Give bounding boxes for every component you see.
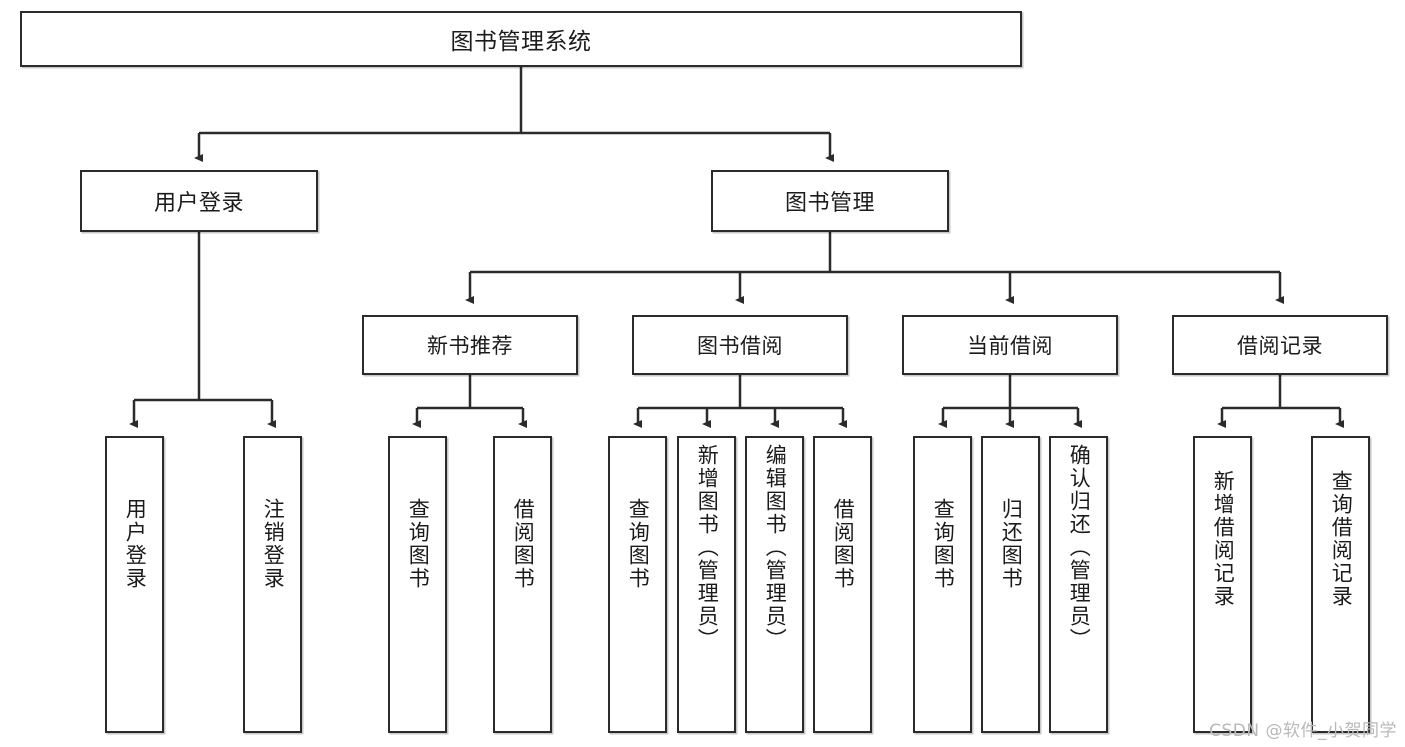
leaf-add-book-admin[interactable]: 新增图书（管理员） xyxy=(677,436,736,733)
node-label: 查询图书 xyxy=(931,498,956,590)
node-root-book-management-system[interactable]: 图书管理系统 xyxy=(20,11,1022,67)
leaf-query-book-current[interactable]: 查询图书 xyxy=(913,436,972,733)
node-label: 借阅记录 xyxy=(1237,334,1323,358)
node-label: 确认归还（管理员） xyxy=(1067,444,1092,651)
leaf-borrow-book-new[interactable]: 借阅图书 xyxy=(493,436,552,733)
csdn-watermark: CSDN @软件_小贺同学 xyxy=(1209,721,1397,741)
node-new-book-recommendation[interactable]: 新书推荐 xyxy=(362,315,578,375)
leaf-edit-book-admin[interactable]: 编辑图书（管理员） xyxy=(745,436,804,733)
leaf-borrow-book[interactable]: 借阅图书 xyxy=(813,436,872,733)
node-label: 查询借阅记录 xyxy=(1329,470,1354,608)
node-label: 编辑图书（管理员） xyxy=(763,444,788,651)
leaf-return-book[interactable]: 归还图书 xyxy=(981,436,1040,733)
leaf-query-book-new[interactable]: 查询图书 xyxy=(388,436,447,733)
node-user-login[interactable]: 用户登录 xyxy=(80,170,318,232)
node-borrow-record[interactable]: 借阅记录 xyxy=(1172,315,1388,375)
node-label: 当前借阅 xyxy=(967,334,1053,358)
node-label: 新增图书（管理员） xyxy=(695,444,720,651)
leaf-add-borrow-record[interactable]: 新增借阅记录 xyxy=(1193,436,1252,733)
node-label: 用户登录 xyxy=(153,191,244,216)
leaf-query-borrow-record[interactable]: 查询借阅记录 xyxy=(1311,436,1370,733)
node-label: 图书管理 xyxy=(784,191,875,216)
node-label: 归还图书 xyxy=(999,498,1024,590)
leaf-query-book-borrow[interactable]: 查询图书 xyxy=(608,436,667,733)
node-label: 新书推荐 xyxy=(427,334,513,358)
node-label: 图书管理系统 xyxy=(450,29,592,55)
node-label: 查询图书 xyxy=(626,498,651,590)
node-current-borrow[interactable]: 当前借阅 xyxy=(902,315,1118,375)
node-book-borrow[interactable]: 图书借阅 xyxy=(632,315,848,375)
node-label: 新增借阅记录 xyxy=(1211,470,1236,608)
leaf-confirm-return-admin[interactable]: 确认归还（管理员） xyxy=(1049,436,1108,733)
leaf-logout[interactable]: 注销登录 xyxy=(243,436,302,733)
node-book-management[interactable]: 图书管理 xyxy=(711,170,949,232)
node-label: 图书借阅 xyxy=(697,334,783,358)
leaf-user-login[interactable]: 用户登录 xyxy=(105,436,164,733)
node-label: 借阅图书 xyxy=(831,498,856,590)
node-label: 用户登录 xyxy=(123,498,148,590)
node-label: 注销登录 xyxy=(261,498,286,590)
node-label: 借阅图书 xyxy=(511,498,536,590)
node-label: 查询图书 xyxy=(406,498,431,590)
